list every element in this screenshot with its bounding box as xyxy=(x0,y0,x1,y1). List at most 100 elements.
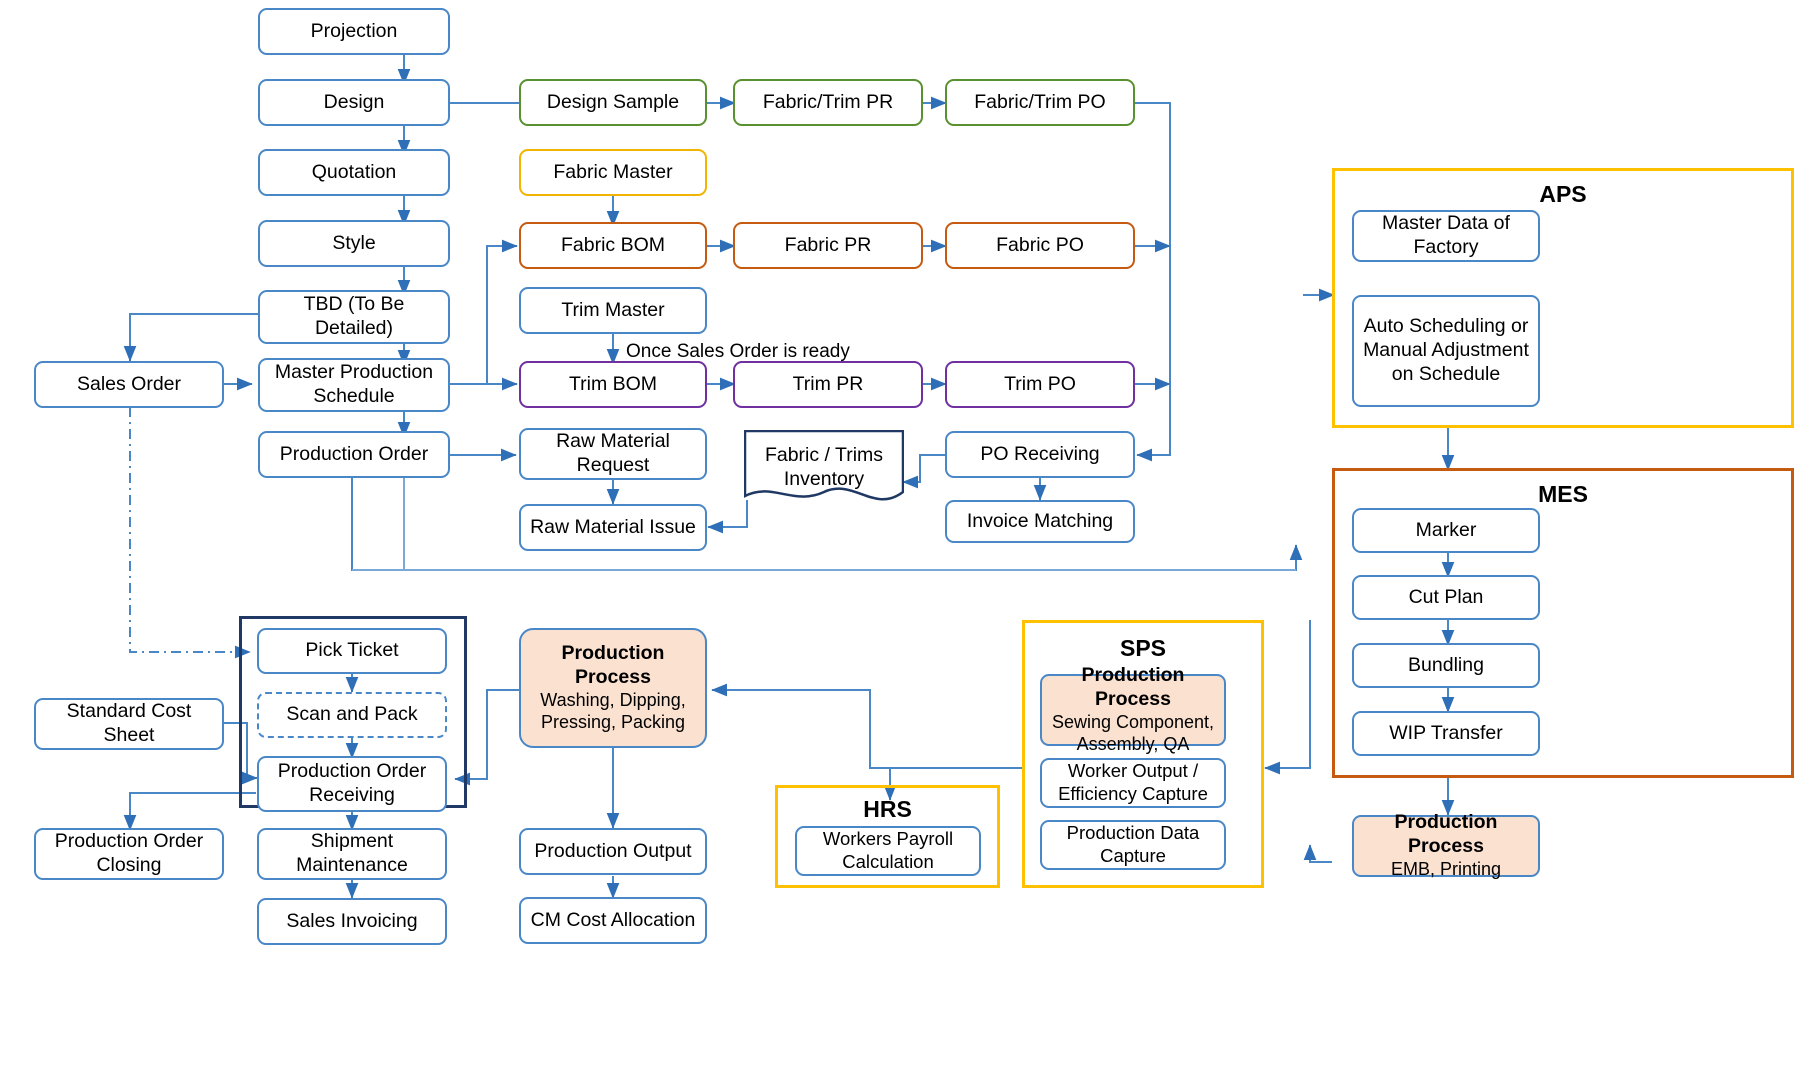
node-scan-and-pack[interactable]: Scan and Pack xyxy=(257,692,447,738)
node-subtitle: EMB, Printing xyxy=(1390,858,1502,879)
node-label: Worker Output / Efficiency Capture xyxy=(1058,760,1208,804)
node-label: Master Production Schedule xyxy=(274,361,434,407)
node-trim-master[interactable]: Trim Master xyxy=(519,287,707,334)
node-title: Production Process xyxy=(561,642,665,689)
node-po-receiving[interactable]: PO Receiving xyxy=(945,431,1135,478)
node-fabric-master[interactable]: Fabric Master xyxy=(519,149,707,196)
group-aps: APS xyxy=(1332,168,1794,428)
node-subtitle: Sewing Component, Assembly, QA xyxy=(1051,711,1215,754)
node-label: Bundling xyxy=(1408,653,1484,676)
node-label: Scan and Pack xyxy=(286,703,418,726)
node-fabric-trims-inventory[interactable]: Fabric / Trims Inventory xyxy=(744,430,904,508)
node-label: WIP Transfer xyxy=(1389,721,1503,744)
node-trim-pr[interactable]: Trim PR xyxy=(733,361,923,408)
node-projection[interactable]: Projection xyxy=(258,8,450,55)
node-label: Fabric / Trims Inventory xyxy=(764,444,884,490)
node-raw-material-issue[interactable]: Raw Material Issue xyxy=(519,504,707,551)
group-sps: SPS xyxy=(1022,620,1264,888)
node-production-order-receiving[interactable]: Production Order Receiving xyxy=(257,756,447,812)
node-design[interactable]: Design xyxy=(258,79,450,126)
node-label: Shipment Maintenance xyxy=(296,830,408,876)
node-production-output[interactable]: Production Output xyxy=(519,828,707,875)
node-quotation[interactable]: Quotation xyxy=(258,149,450,196)
node-mes-marker[interactable]: Marker xyxy=(1352,508,1540,553)
node-master-production-schedule[interactable]: Master Production Schedule xyxy=(258,358,450,412)
node-sps-production-data-capture[interactable]: Production Data Capture xyxy=(1040,820,1226,870)
node-raw-material-request[interactable]: Raw Material Request xyxy=(519,428,707,480)
node-subtitle: Washing, Dipping, Pressing, Packing xyxy=(540,689,686,732)
node-sps-worker-output[interactable]: Worker Output / Efficiency Capture xyxy=(1040,758,1226,808)
node-label: Sales Order xyxy=(76,372,182,395)
node-sales-invoicing[interactable]: Sales Invoicing xyxy=(257,898,447,945)
node-label: Raw Material Issue xyxy=(530,515,696,538)
node-label: Quotation xyxy=(311,160,397,183)
node-shipment-maintenance[interactable]: Shipment Maintenance xyxy=(257,828,447,880)
node-cm-cost-allocation[interactable]: CM Cost Allocation xyxy=(519,897,707,944)
node-label: Fabric BOM xyxy=(560,233,665,256)
node-fabric-trim-po[interactable]: Fabric/Trim PO xyxy=(945,79,1135,126)
node-label: Master Data of Factory xyxy=(1382,212,1510,258)
node-label: Trim Master xyxy=(561,298,665,321)
group-title-mes: MES xyxy=(1538,481,1588,507)
node-production-order[interactable]: Production Order xyxy=(258,431,450,478)
group-title-sps: SPS xyxy=(1119,635,1167,661)
node-label: Invoice Matching xyxy=(966,509,1114,532)
node-fabric-bom[interactable]: Fabric BOM xyxy=(519,222,707,269)
node-production-order-closing[interactable]: Production Order Closing xyxy=(34,828,224,880)
node-fabric-po[interactable]: Fabric PO xyxy=(945,222,1135,269)
node-invoice-matching[interactable]: Invoice Matching xyxy=(945,500,1135,543)
node-label: Fabric/Trim PO xyxy=(974,90,1106,113)
node-trim-po[interactable]: Trim PO xyxy=(945,361,1135,408)
node-standard-cost-sheet[interactable]: Standard Cost Sheet xyxy=(34,698,224,750)
node-label: Fabric PR xyxy=(784,233,872,256)
node-label: Projection xyxy=(310,19,398,42)
node-pick-ticket[interactable]: Pick Ticket xyxy=(257,628,447,674)
node-sps-production-process[interactable]: Production Process Sewing Component, Ass… xyxy=(1040,664,1226,754)
node-label: TBD (To Be Detailed) xyxy=(303,293,405,339)
node-label: Design Sample xyxy=(546,90,680,113)
node-title: Production Process xyxy=(1081,664,1185,711)
node-label: Cut Plan xyxy=(1408,585,1484,608)
group-hrs: HRS xyxy=(775,785,1000,888)
node-label: Marker xyxy=(1415,518,1477,541)
node-label: Production Order Receiving xyxy=(277,760,427,806)
node-hrs-workers-payroll-calculation[interactable]: Workers Payroll Calculation xyxy=(795,826,981,876)
node-label: Standard Cost Sheet xyxy=(66,700,192,746)
node-label: Style xyxy=(332,231,376,254)
node-label: Sales Invoicing xyxy=(286,909,418,932)
node-label: Trim PO xyxy=(1004,372,1076,395)
node-label: Fabric/Trim PR xyxy=(762,90,894,113)
node-trim-bom[interactable]: Trim BOM xyxy=(519,361,707,408)
node-design-sample[interactable]: Design Sample xyxy=(519,79,707,126)
group-title-aps: APS xyxy=(1539,181,1587,207)
node-title: Production Process xyxy=(1394,811,1498,858)
node-label: Pick Ticket xyxy=(305,639,399,662)
node-label: Production Data Capture xyxy=(1066,822,1200,866)
node-label: Production Order Closing xyxy=(54,830,204,876)
node-style[interactable]: Style xyxy=(258,220,450,267)
node-label: Trim PR xyxy=(792,372,864,395)
node-wash-production-process[interactable]: Production Process Washing, Dipping, Pre… xyxy=(519,628,707,748)
node-sales-order[interactable]: Sales Order xyxy=(34,361,224,408)
group-title-hrs: HRS xyxy=(863,796,912,822)
node-aps-auto-scheduling[interactable]: Auto Scheduling or Manual Adjustment on … xyxy=(1352,295,1540,407)
node-label: PO Receiving xyxy=(980,442,1100,465)
node-mes-production-process[interactable]: Production Process EMB, Printing xyxy=(1352,811,1540,879)
node-label: Fabric Master xyxy=(553,160,673,183)
document-shape-icon xyxy=(744,430,904,501)
node-label: Production Order xyxy=(279,442,429,465)
group-mes: MES xyxy=(1332,468,1794,778)
node-fabric-trim-pr[interactable]: Fabric/Trim PR xyxy=(733,79,923,126)
node-mes-cut-plan[interactable]: Cut Plan xyxy=(1352,575,1540,620)
node-tbd[interactable]: TBD (To Be Detailed) xyxy=(258,290,450,344)
node-label: Auto Scheduling or Manual Adjustment on … xyxy=(1363,315,1529,385)
node-mes-wip-transfer[interactable]: WIP Transfer xyxy=(1352,711,1540,756)
node-fabric-pr[interactable]: Fabric PR xyxy=(733,222,923,269)
node-label: Design xyxy=(323,90,385,113)
node-label: CM Cost Allocation xyxy=(530,908,696,931)
node-aps-master-data-of-factory[interactable]: Master Data of Factory xyxy=(1352,210,1540,262)
node-label: Fabric PO xyxy=(996,233,1084,256)
node-label: Workers Payroll Calculation xyxy=(822,828,954,872)
node-mes-bundling[interactable]: Bundling xyxy=(1352,643,1540,688)
